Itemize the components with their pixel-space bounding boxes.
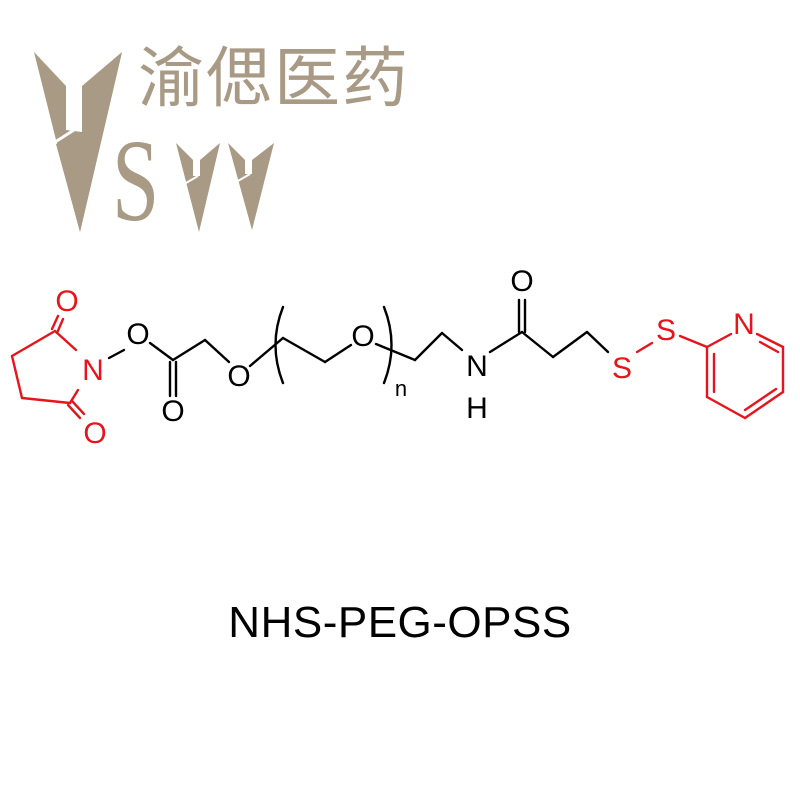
atom-o-ester: O	[126, 318, 149, 351]
atom-o-carbonyl: O	[161, 395, 184, 428]
atom-n-pyridine: N	[733, 308, 755, 341]
repeat-subscript-n: n	[395, 376, 407, 401]
atom-s-1: S	[612, 352, 632, 385]
atom-n-nhs: N	[82, 354, 104, 387]
atom-o-amide: O	[510, 265, 533, 298]
atom-h-amide: H	[466, 392, 488, 425]
atom-n-amide: N	[466, 350, 488, 383]
atom-o-nhs-top: O	[55, 285, 78, 318]
atom-s-2: S	[656, 314, 676, 347]
peg-linker	[107, 298, 610, 398]
logo-small-v-icon-1	[176, 143, 220, 232]
logo-v-icon	[34, 52, 122, 232]
logo-v-notch	[51, 128, 75, 146]
compound-name: NHS-PEG-OPSS	[228, 598, 572, 647]
logo-small-v-icon-2	[228, 143, 274, 230]
atom-o-nhs-bottom: O	[83, 417, 106, 450]
atom-o-ether: O	[227, 360, 250, 393]
nhs-ring	[10, 314, 86, 420]
logo-company-name: 渝偲医药	[138, 40, 410, 117]
logo-s-letter: S	[112, 115, 160, 246]
pyridyl-disulfide	[635, 332, 785, 420]
atom-o-peg: O	[351, 320, 374, 353]
